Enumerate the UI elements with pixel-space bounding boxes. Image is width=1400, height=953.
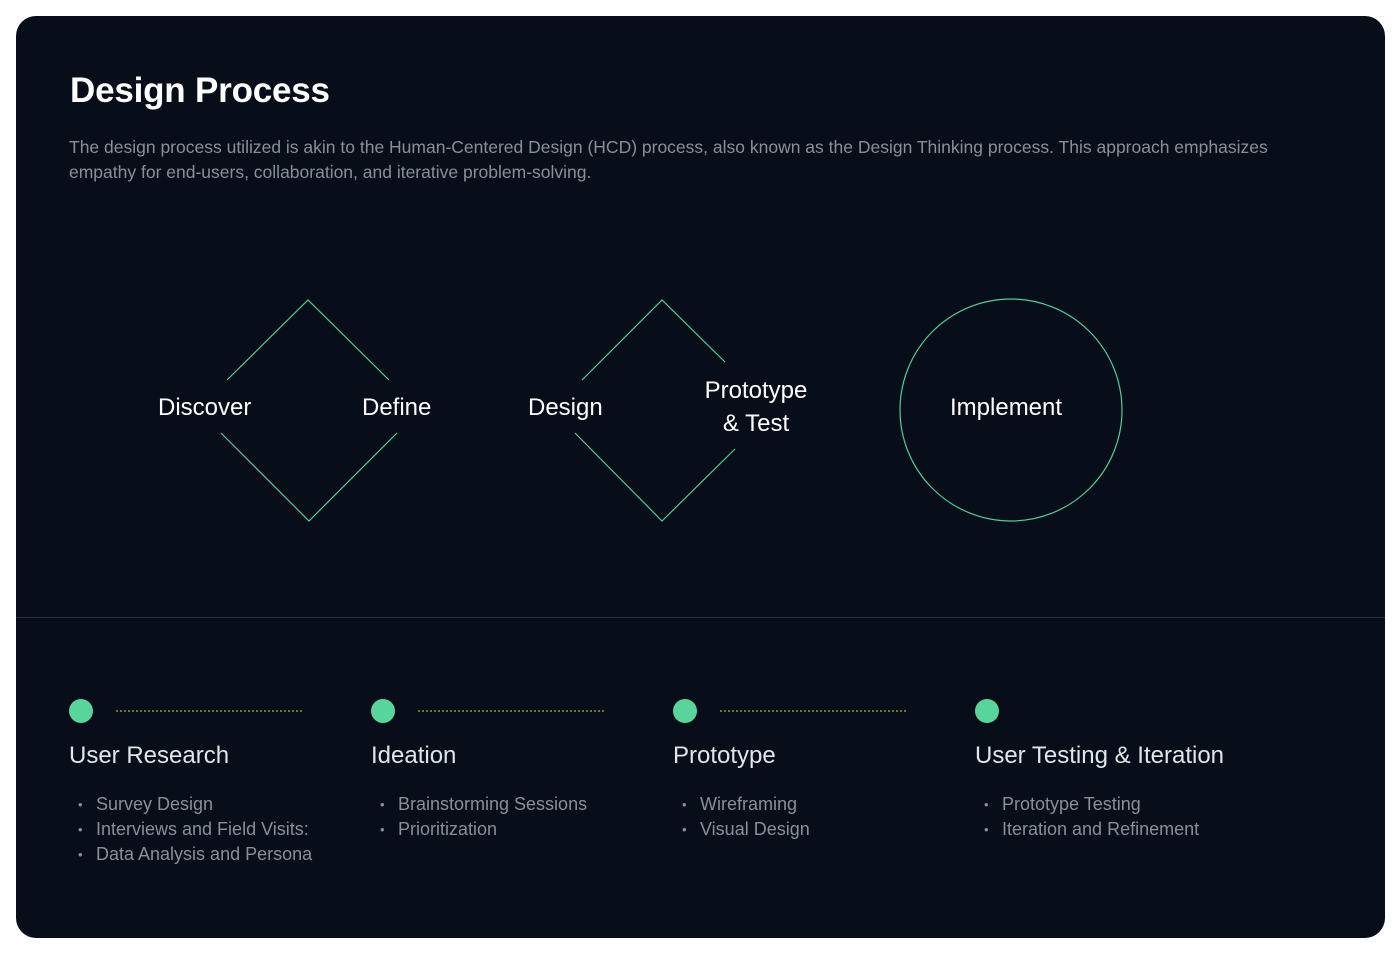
step-items: Brainstorming Sessions Prioritization [371, 792, 587, 842]
page-title: Design Process [70, 71, 330, 110]
list-item: Survey Design [69, 792, 312, 817]
step-items: Survey Design Interviews and Field Visit… [69, 792, 312, 867]
step-connector [418, 710, 604, 712]
step-items: Prototype Testing Iteration and Refineme… [975, 792, 1199, 842]
list-item: Data Analysis and Persona [69, 842, 312, 867]
label-define: Define [362, 394, 432, 421]
step-dot [673, 699, 697, 723]
diamond-1-top [226, 299, 390, 381]
diamond-1-bottom [220, 432, 398, 522]
label-design: Design [528, 394, 603, 421]
step-dot [69, 699, 93, 723]
step-title: User Research [69, 742, 230, 769]
step-title: User Testing & Iteration [975, 742, 1225, 769]
step-title: Ideation [371, 742, 457, 769]
diamond-2-top [581, 299, 726, 381]
step-connector [720, 710, 906, 712]
step-connector [116, 710, 302, 712]
double-diamond-diagram [220, 298, 1123, 522]
section-divider [16, 617, 1385, 618]
list-item: Brainstorming Sessions [371, 792, 587, 817]
list-item: Prioritization [371, 817, 587, 842]
step-dot [371, 699, 395, 723]
list-item: Wireframing [673, 792, 810, 817]
list-item: Interviews and Field Visits: [69, 817, 312, 842]
step-title: Prototype [673, 742, 776, 769]
step-dot [975, 699, 999, 723]
list-item: Prototype Testing [975, 792, 1199, 817]
label-prototype-line2: & Test [722, 410, 790, 437]
label-prototype-line1: Prototype [704, 377, 808, 404]
step-items: Wireframing Visual Design [673, 792, 810, 842]
label-prototype-test: Prototype & Test [696, 374, 816, 440]
implement-circle [899, 298, 1123, 522]
diamond-2-bottom [574, 432, 736, 522]
page-description: The design process utilized is akin to t… [69, 137, 1268, 182]
list-item: Visual Design [673, 817, 810, 842]
list-item: Iteration and Refinement [975, 817, 1199, 842]
design-process-card: Design Process The design process utiliz… [16, 16, 1385, 938]
label-discover: Discover [158, 394, 252, 421]
label-implement: Implement [950, 394, 1063, 421]
